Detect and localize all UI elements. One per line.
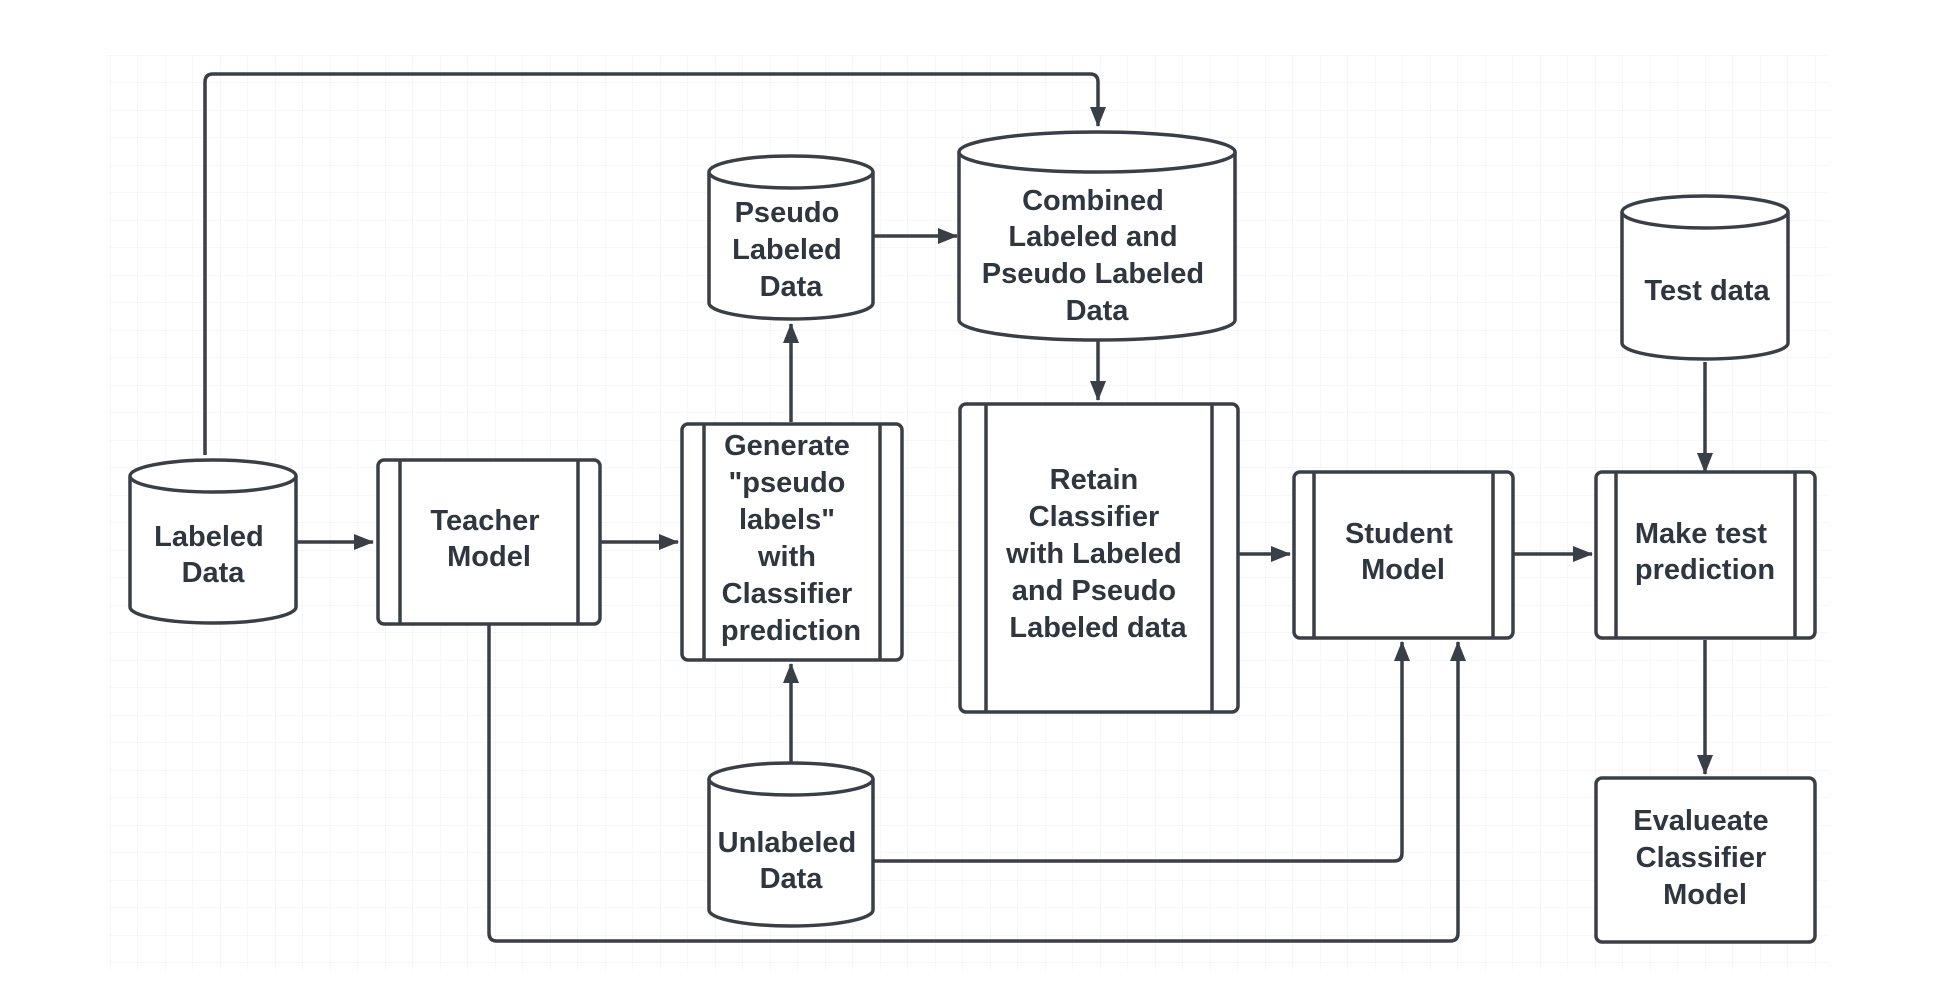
teacher-model-box [376, 458, 602, 626]
pseudo-labeled-data-cylinder [707, 154, 875, 321]
edge-teacher-to-student [487, 624, 1466, 943]
unlabeled-data-label: Unlabeled Data [718, 827, 865, 895]
pseudo-labeled-data-label: Pseudo Labeled Data [732, 197, 850, 303]
generate-pseudo-labels-label: Generate "pseudo labels" with Classifier… [721, 430, 861, 647]
evaluate-classifier-box [1594, 776, 1817, 944]
labeled-data-cylinder [128, 458, 298, 625]
student-model-box [1292, 470, 1515, 640]
test-data-cylinder [1620, 194, 1790, 361]
retain-classifier-box [958, 402, 1240, 714]
connectors [203, 72, 1713, 943]
teacher-model-label: Teacher Model [430, 505, 547, 573]
evaluate-classifier-label: Evalueate Classifier Model [1633, 805, 1776, 911]
make-test-prediction-label: Make test prediction [1635, 518, 1775, 586]
student-model-label: Student Model [1345, 518, 1461, 586]
combined-data-cylinder [957, 130, 1237, 342]
retain-classifier-label: Retain Classifier with Labeled and Pseud… [1005, 464, 1190, 644]
test-data-label: Test data [1644, 275, 1770, 307]
edge-labeled-to-combined [203, 72, 1106, 455]
labeled-data-label: Labeled Data [154, 521, 272, 589]
combined-data-label: Combined Labeled and Pseudo Labeled Data [982, 185, 1212, 327]
make-test-prediction-box [1594, 470, 1817, 640]
generate-pseudo-labels-box [680, 422, 904, 662]
edge-unlabeled-to-student [874, 641, 1410, 863]
unlabeled-data-cylinder [707, 761, 875, 928]
